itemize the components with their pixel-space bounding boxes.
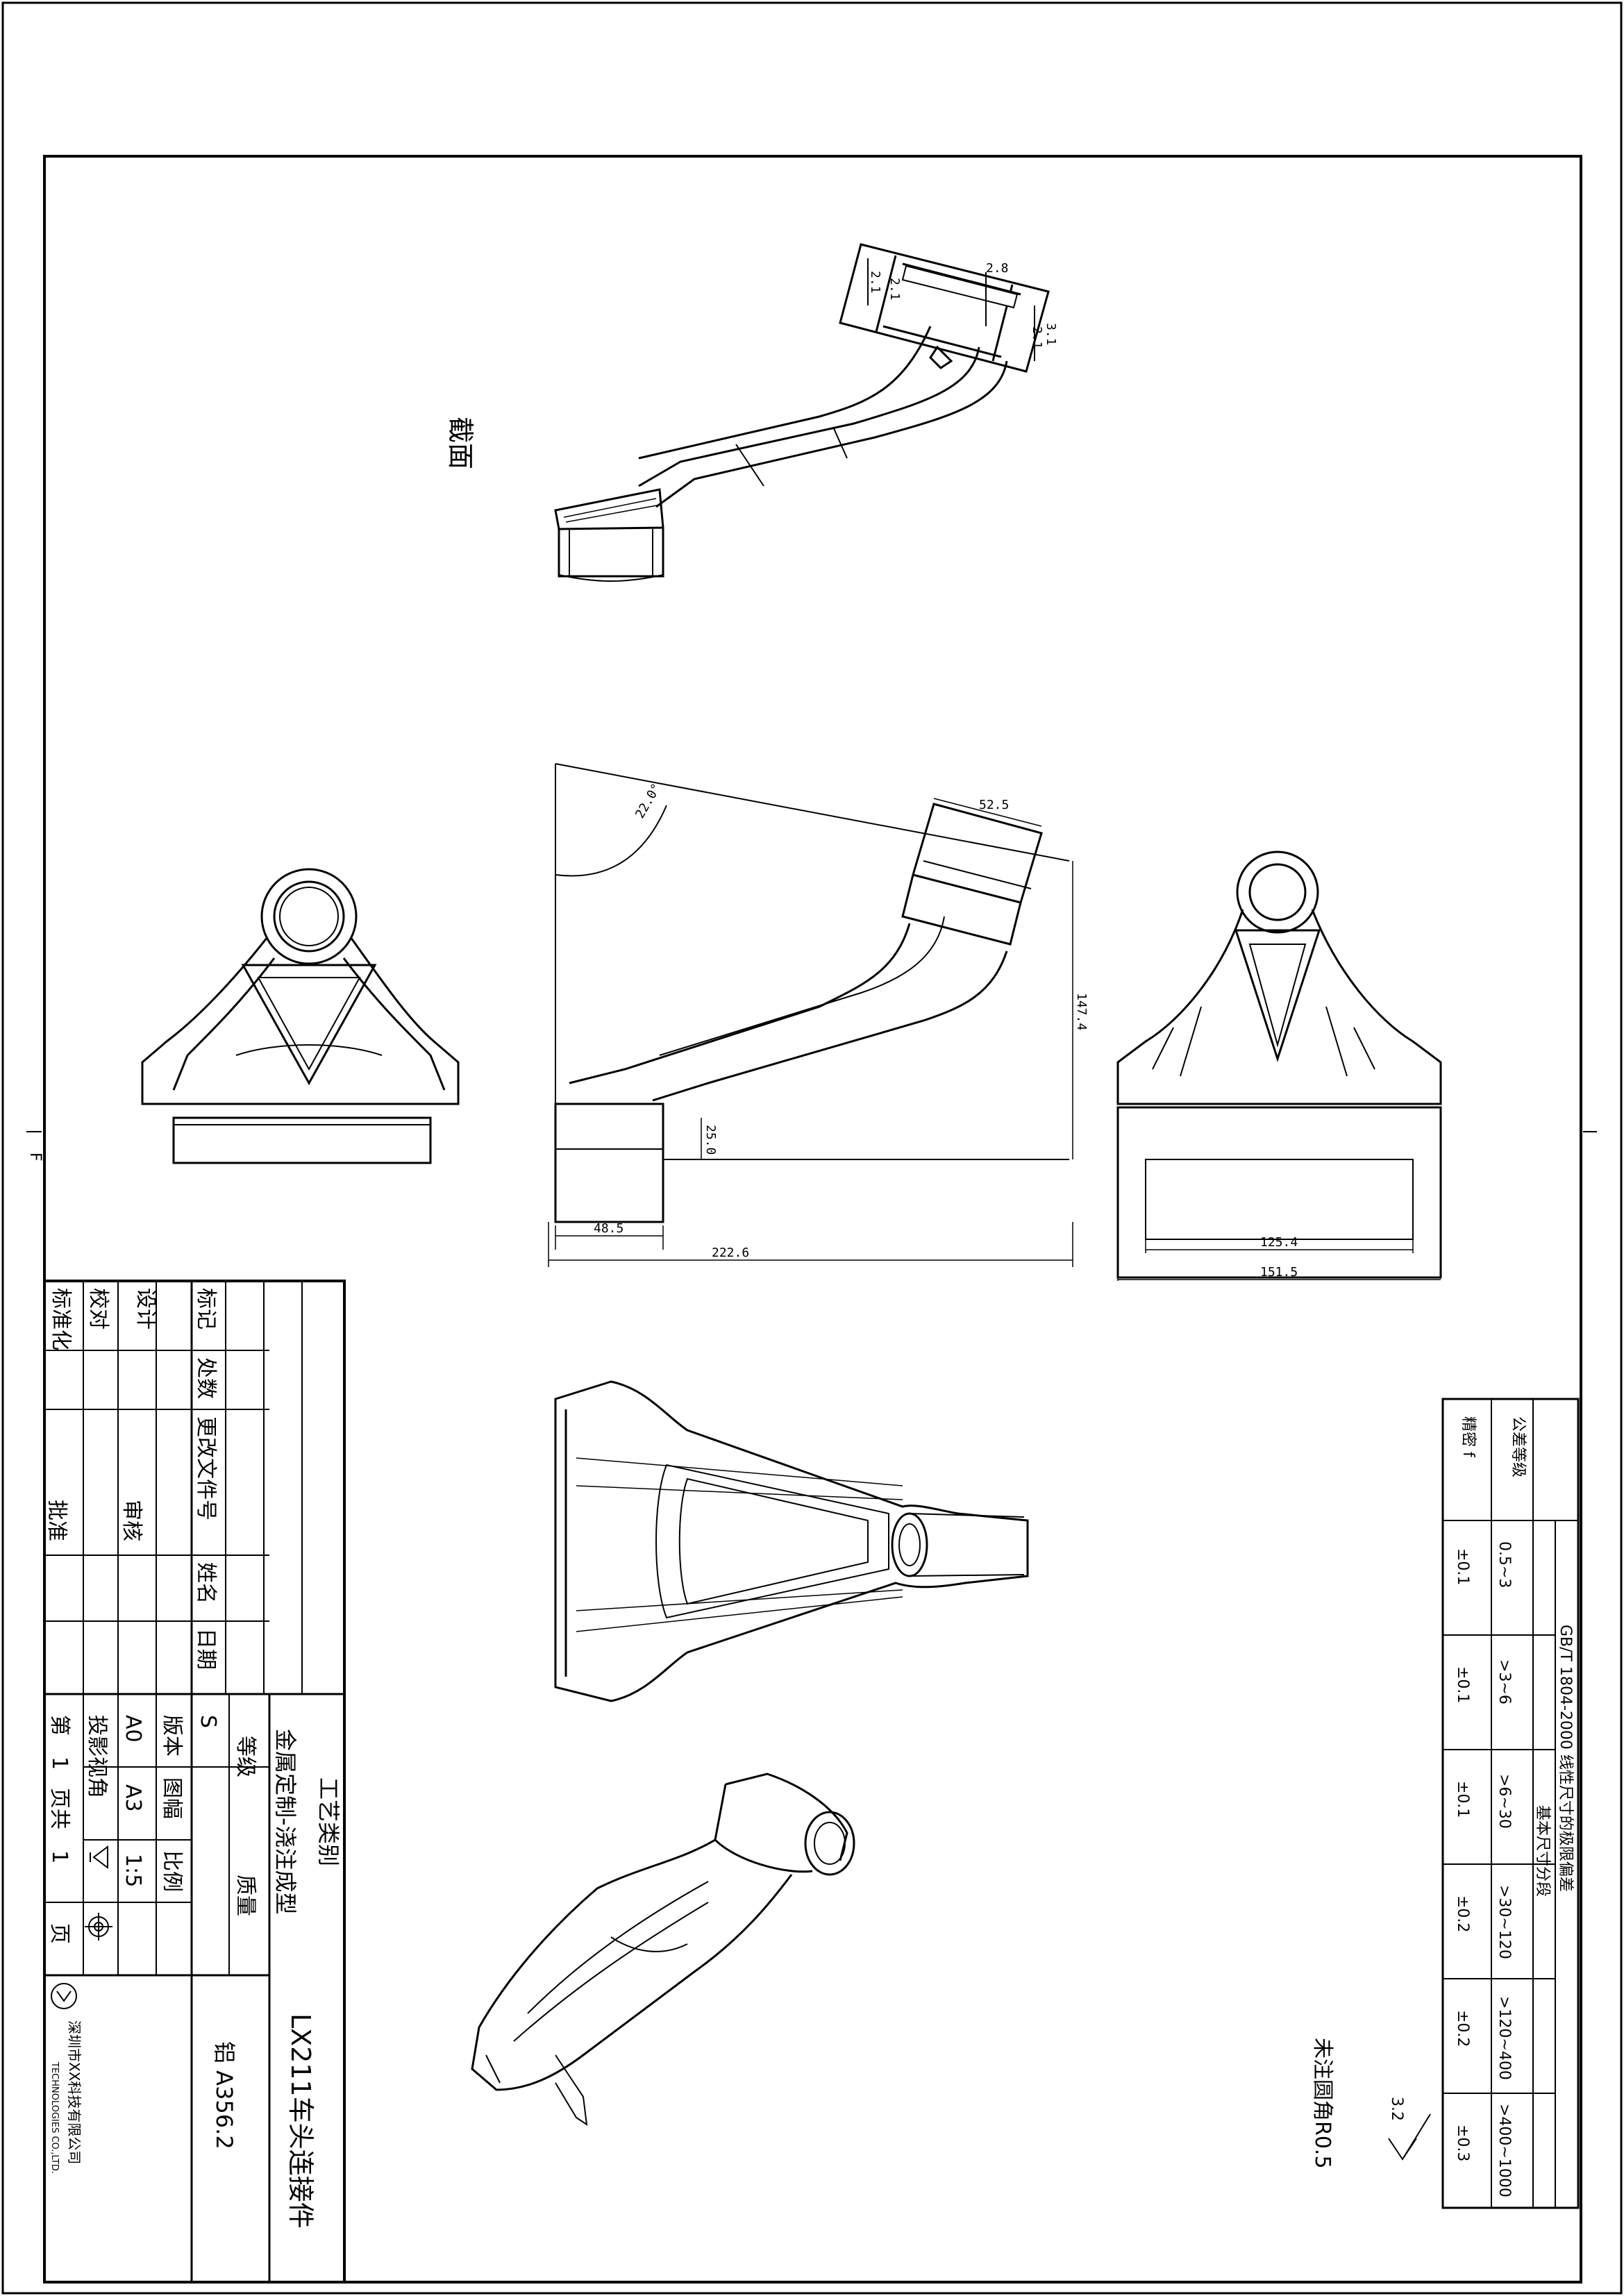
rev-header-doc: 更改文件号 — [194, 1416, 218, 1520]
sheet-value: A3 — [121, 1784, 145, 1812]
dim-section-c: 2.1 — [887, 278, 902, 301]
plan-view — [554, 1380, 1029, 1702]
range-2: >6~30 — [1496, 1774, 1513, 1829]
section-view: 截面 2.8 2.1 2.1 3.1 2.1 — [445, 243, 1058, 582]
role-check: 校对 — [86, 1288, 110, 1330]
range-4: >120~400 — [1496, 1996, 1513, 2080]
page-prefix: 第 — [47, 1715, 72, 1736]
rear-view: 125.4 151.5 — [1116, 850, 1442, 1281]
page-of: 页共 — [47, 1788, 72, 1829]
part-name: LX211车头连接件 — [285, 2013, 316, 2229]
grade-value: S — [196, 1715, 220, 1728]
rev-header-count: 处数 — [194, 1357, 218, 1399]
side-view: 22.0° 52.5 147.4 25.0 48.5 222.6 — [548, 763, 1089, 1267]
tol-5: ±0.3 — [1454, 2125, 1471, 2161]
process-type: 金属定制-浇注成型 — [272, 1729, 299, 1915]
sheet-label: 图幅 — [160, 1777, 184, 1819]
range-0: 0.5~3 — [1496, 1541, 1513, 1588]
tol-0: ±0.1 — [1454, 1548, 1471, 1585]
rev-header-mark: 标记 — [194, 1288, 218, 1330]
tol-1: ±0.1 — [1454, 1666, 1471, 1703]
material: 铝 A356.2 — [211, 2041, 237, 2150]
company-en: TECHNOLOGIES CO.,LTD. — [49, 2061, 60, 2174]
dim-angle: 22.0° — [633, 781, 664, 821]
section-label: 截面 — [445, 417, 476, 469]
role-standard: 标准化 — [49, 1288, 73, 1350]
iso-view — [471, 1773, 855, 2127]
tolerance-grade: 精密 f — [1459, 1416, 1477, 1458]
dim-overall-length: 222.6 — [712, 1246, 749, 1260]
projection-symbol-icon — [85, 1845, 112, 1941]
tol-3: ±0.2 — [1454, 1895, 1471, 1932]
fillet-note: 未注圆角R0.5 — [1310, 2038, 1334, 2169]
page-suffix: 页 — [47, 1923, 72, 1944]
company-logo — [51, 1983, 77, 2009]
version-value: A0 — [121, 1715, 145, 1743]
grade-label: 等级 — [233, 1736, 258, 1777]
tol-4: ±0.2 — [1454, 2010, 1471, 2047]
scale-value: 1:5 — [121, 1854, 145, 1887]
tolerance-range-header: 基本尺寸分段 — [1534, 1805, 1551, 1897]
scale-label: 比例 — [160, 1850, 184, 1892]
page-total: 1 — [47, 1850, 72, 1863]
range-5: >400~1000 — [1496, 2104, 1513, 2197]
tol-2: ±0.1 — [1454, 1781, 1471, 1818]
inner-frame — [43, 155, 1582, 2284]
roughness-value: 3.2 — [1388, 2097, 1405, 2121]
company-name: 深圳市XX科技有限公司 — [66, 2020, 83, 2164]
dim-height: 147.4 — [1074, 993, 1089, 1030]
review-label: 审核 — [119, 1500, 144, 1541]
dim-section-b: 2.1 — [868, 271, 882, 294]
dim-outer-width: 151.5 — [1260, 1265, 1298, 1280]
dim-base-height: 25.0 — [703, 1125, 718, 1155]
rev-header-name: 姓名 — [194, 1562, 218, 1604]
title-block: 标记 处数 更改文件号 姓名 日期 设计 校对 标准化 审核 批准 工艺类别 金… — [43, 1280, 346, 2284]
page-num: 1 — [47, 1757, 72, 1770]
range-1: >3~6 — [1496, 1659, 1513, 1704]
notes: 3.2 未注圆角R0.5 — [1310, 2038, 1431, 2169]
front-view — [141, 868, 460, 1164]
range-3: >30~120 — [1496, 1885, 1513, 1959]
process-type-label: 工艺类别 — [315, 1777, 342, 1866]
rev-header-date: 日期 — [194, 1628, 218, 1670]
dim-inner-width: 125.4 — [1260, 1235, 1298, 1250]
version-label: 版本 — [160, 1715, 184, 1757]
edge-mark-left: F — [26, 1153, 44, 1162]
dim-base-width: 48.5 — [594, 1221, 623, 1236]
dim-section-a: 2.8 — [986, 261, 1009, 276]
tolerance-title: GB/T 1804-2000 线性尺寸的极限偏差 — [1557, 1625, 1574, 1892]
dim-section-e: 2.1 — [1030, 326, 1044, 349]
approve-label: 批准 — [44, 1500, 69, 1541]
tolerance-table: GB/T 1804-2000 线性尺寸的极限偏差 基本尺寸分段 公差等级 精密 … — [1441, 1398, 1580, 2209]
role-design: 设计 — [133, 1288, 158, 1330]
dim-top-width: 52.5 — [979, 798, 1009, 812]
mass-label: 质量 — [233, 1875, 258, 1916]
projection-label: 投影视角 — [85, 1715, 109, 1798]
tolerance-grade-header: 公差等级 — [1509, 1416, 1527, 1477]
dim-section-d: 3.1 — [1044, 323, 1058, 346]
